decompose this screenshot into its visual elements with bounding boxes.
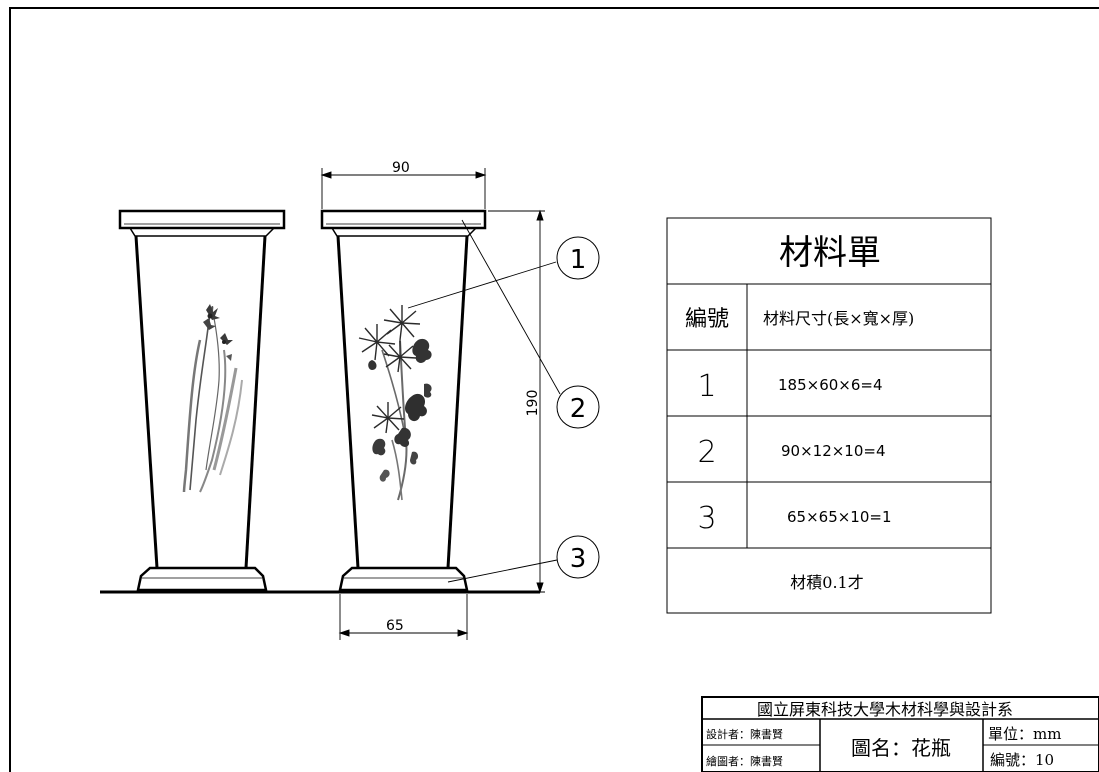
- material-table-title: 材料單: [779, 233, 881, 273]
- callout-2: 2: [461, 219, 600, 429]
- material-table-volume: 材積0.1才: [790, 573, 863, 592]
- callout-1: 1: [407, 236, 600, 309]
- title-block-number: 編號：10: [990, 751, 1054, 769]
- title-block-designer: 設計者：陳書賢: [706, 727, 783, 741]
- callout-1-label: 1: [570, 245, 587, 275]
- vase-right-base: [338, 566, 469, 592]
- title-block: [701, 696, 1099, 772]
- dimension-base-width: [338, 594, 469, 640]
- title-block-drafter: 繪圖者：陳書賢: [706, 754, 783, 768]
- vase-left-side-left: [134, 235, 159, 569]
- vase-right-side-right: [446, 235, 469, 569]
- dimension-top-width-label: 90: [392, 160, 410, 176]
- title-block-unit: 單位：mm: [988, 725, 1061, 743]
- dimension-height-label: 190: [525, 390, 541, 417]
- vase-right-top-cap: [320, 209, 487, 230]
- material-table-header-size: 材料尺寸(長×寬×厚): [763, 309, 914, 328]
- dimension-height: [470, 209, 545, 594]
- iris-painting: [182, 304, 243, 493]
- material-row-no: 3: [697, 501, 716, 536]
- drawing-frame: [9, 7, 1099, 772]
- vase-left-base: [136, 566, 268, 592]
- title-block-school: 國立屏東科技大學木材科學與設計系: [757, 700, 1013, 719]
- dimension-base-width-label: 65: [386, 618, 404, 634]
- vase-left: [118, 209, 286, 592]
- vase-left-top-cap: [118, 209, 286, 230]
- callout-3-label: 3: [570, 544, 587, 574]
- material-table: [666, 217, 992, 614]
- vase-right: [320, 209, 487, 592]
- material-row-no: 1: [697, 369, 716, 404]
- material-row-size: 65×65×10=1: [787, 508, 892, 526]
- chrysanthemum-painting: [358, 305, 432, 501]
- dimension-top-width: [320, 168, 487, 209]
- vase-right-side-left: [336, 235, 360, 569]
- material-row-no: 2: [697, 435, 716, 470]
- callout-3: 3: [447, 535, 600, 583]
- vase-left-top-step: [129, 227, 275, 237]
- title-block-drawing-name: 圖名：花瓶: [851, 736, 951, 760]
- callout-2-label: 2: [570, 394, 587, 424]
- vase-left-side-right: [244, 235, 267, 569]
- material-row-size: 185×60×6=4: [778, 376, 883, 394]
- vase-right-top-step: [331, 227, 477, 237]
- material-row-size: 90×12×10=4: [781, 442, 886, 460]
- material-table-header-no: 編號: [685, 307, 729, 332]
